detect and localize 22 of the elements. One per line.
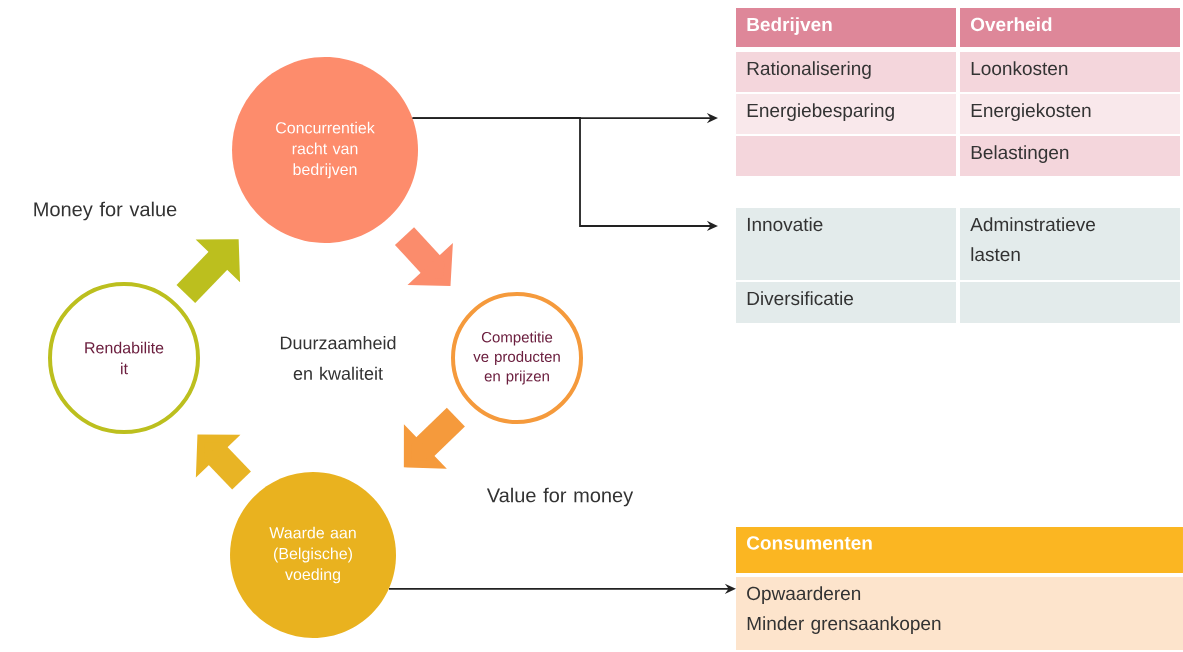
circle-node: Rendabilite it (48, 282, 200, 434)
text-label: Value for money (486, 487, 634, 507)
block-arrow (195, 434, 251, 490)
circle-node: Concurrentiek racht van bedrijven (232, 57, 418, 243)
block-arrow (403, 407, 465, 469)
table-cell: Belastingen (960, 136, 1180, 176)
text-label: Duurzaamheid en kwaliteit (280, 336, 396, 380)
table-header-cell: Overheid (960, 8, 1180, 47)
table-cell: Adminstratieve lasten (960, 208, 1180, 280)
table-cell: Energiekosten (960, 94, 1180, 134)
table-cell: Loonkosten (960, 52, 1180, 92)
table-header-cell: Bedrijven (736, 8, 956, 47)
circle-node: Competitie ve producten en prijzen (451, 292, 583, 424)
table-cell: Rationalisering (736, 52, 956, 92)
table-cell: Energiebesparing (736, 94, 956, 134)
table-cell: Innovatie (736, 208, 956, 280)
table-cell: Diversificatie (736, 282, 956, 323)
table-header-cell: Consumenten (736, 527, 1183, 573)
text-label: Money for value (34, 201, 177, 221)
table-cell: Opwaarderen Minder grensaankopen (736, 577, 1183, 650)
circle-node: Waarde aan (Belgische) voeding (230, 472, 396, 638)
block-arrow (394, 227, 453, 286)
